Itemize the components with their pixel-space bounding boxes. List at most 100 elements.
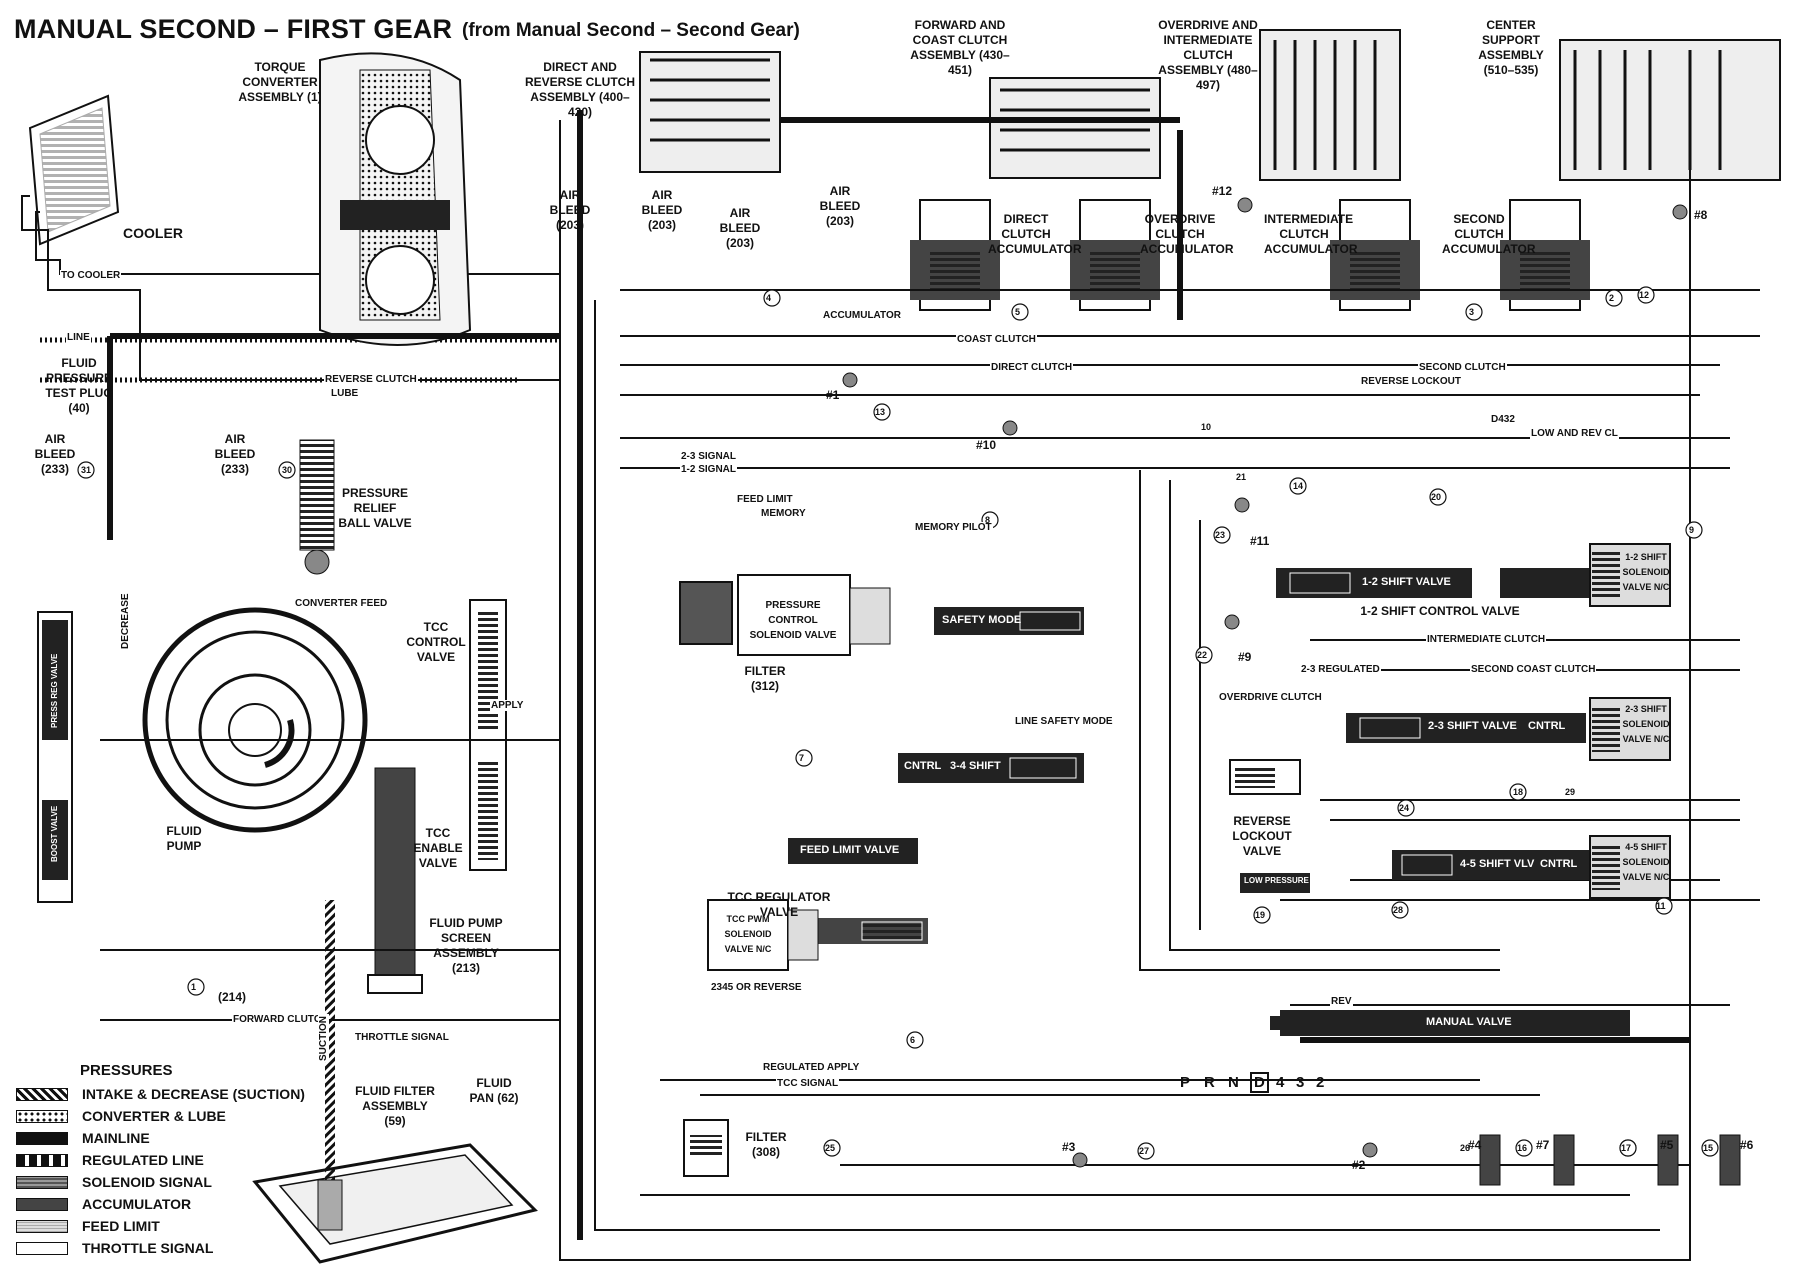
- spool-tcc-regulator: [818, 918, 928, 944]
- circled-24: 24: [1399, 803, 1410, 813]
- valve-pressure-regulator: PRESS REG VALVE: [50, 653, 59, 728]
- legend-swatch-regulated: [16, 1153, 68, 1167]
- line-label-signal-12: 1-2 SIGNAL: [680, 464, 738, 475]
- label-air-bleed-d: AIR BLEED (203): [819, 184, 861, 228]
- solenoid-23: [1589, 697, 1671, 761]
- circled-18: 18: [1513, 787, 1524, 797]
- circled-25: 25: [825, 1143, 836, 1153]
- pressure-legend: PRESSURES INTAKE & DECREASE (SUCTION) CO…: [16, 1062, 305, 1259]
- gear-p: P: [1180, 1074, 1191, 1091]
- checkball-12: #12: [1212, 184, 1233, 198]
- diagram-title: MANUAL SECOND – FIRST GEAR: [14, 14, 453, 44]
- valve-shift-23: 2-3 SHIFT VALVE: [1428, 720, 1517, 732]
- circled-13: 13: [875, 407, 886, 417]
- line-label-low-and-reverse: LOW AND REV CL: [1530, 428, 1619, 439]
- line-label-reverse-clutch: REVERSE CLUTCH: [324, 374, 418, 385]
- label-fluid-pump-screen: FLUID PUMP SCREEN ASSEMBLY (213): [429, 916, 503, 975]
- valve-shift-34: 3-4 SHIFT: [950, 760, 1001, 772]
- legend-item: THROTTLE SIGNAL: [16, 1237, 305, 1259]
- legend-label: INTAKE & DECREASE (SUCTION): [82, 1086, 305, 1102]
- legend-item: MAINLINE: [16, 1127, 305, 1149]
- passage-network: [100, 120, 1760, 1261]
- fluid-pump-screen: [367, 767, 423, 994]
- circled-number-markers: [77, 286, 1719, 1160]
- label-fluid-pressure-test-plug: FLUID PRESSURE TEST PLUG (40): [45, 356, 113, 415]
- label-air-bleed-b: AIR BLEED (203): [641, 188, 683, 232]
- cooler-lines: [21, 195, 561, 383]
- legend-label: FEED LIMIT: [82, 1218, 160, 1234]
- label-tcc-control-valve: TCC CONTROL VALVE: [406, 620, 466, 664]
- checkball-5: #5: [1660, 1138, 1674, 1152]
- valve-shift-12: 1-2 SHIFT VALVE: [1362, 576, 1451, 588]
- line-label-suction: SUCTION: [318, 1015, 329, 1062]
- valve-safety-mode: SAFETY MODE: [942, 614, 1022, 626]
- checkball-11: #11: [1250, 534, 1270, 548]
- gear-3: 3: [1296, 1074, 1305, 1091]
- pressure-regulator-body: [37, 611, 73, 903]
- pressure-control-solenoid: [679, 574, 891, 656]
- circled-5: 5: [1015, 307, 1021, 317]
- line-label-forward-clutch: FORWARD CLUTCH: [232, 1014, 330, 1025]
- gear-4: 4: [1276, 1074, 1285, 1091]
- mainline-passages: [107, 110, 1690, 1240]
- legend-item: ACCUMULATOR: [16, 1193, 305, 1215]
- gear-d-selected: D: [1250, 1072, 1269, 1093]
- line-label-memory-pilot: MEMORY PILOT: [914, 522, 993, 533]
- label-fluid-filter-assembly: FLUID FILTER ASSEMBLY (59): [355, 1084, 435, 1128]
- line-label-to-cooler: TO COOLER: [60, 270, 122, 281]
- line-label-feed-limit: FEED LIMIT: [736, 494, 794, 505]
- circled-1: 1: [191, 982, 197, 992]
- spool-reverse-lockout: [1229, 759, 1301, 795]
- tcc-pwm-solenoid: [707, 899, 819, 971]
- legend-label: CONVERTER & LUBE: [82, 1108, 226, 1124]
- valve-shift-45-cntrl: CNTRL: [1540, 858, 1578, 870]
- label-intermediate-clutch-accumulator: INTERMEDIATE CLUTCH ACCUMULATOR: [1264, 212, 1358, 256]
- line-label-apply: APPLY: [490, 700, 525, 711]
- fluid-pump: [142, 607, 368, 833]
- label-shift-solenoid-12: 1-2 SHIFT SOLENOID VALVE N/C: [1622, 552, 1670, 592]
- valve-boost: BOOST VALVE: [50, 805, 59, 862]
- valve-feed-limit: FEED LIMIT VALVE: [800, 844, 900, 856]
- gear-2: 2: [1316, 1074, 1325, 1091]
- line-label-line: LINE: [66, 332, 91, 343]
- checkball-3: #3: [1062, 1140, 1076, 1154]
- line-label-second-coast-clutch: SECOND COAST CLUTCH: [1470, 664, 1597, 675]
- label-fluid-pan: FLUID PAN (62): [469, 1076, 519, 1105]
- label-torque-converter: TORQUE CONVERTER ASSEMBLY (1): [238, 60, 322, 104]
- label-tcc-pwm-solenoid: TCC PWM SOLENOID VALVE N/C: [724, 914, 772, 954]
- label-pressure-control-solenoid: PRESSURE CONTROL SOLENOID VALVE: [749, 600, 837, 641]
- line-label-overdrive-clutch: OVERDRIVE CLUTCH: [1218, 692, 1323, 703]
- label-forward-coast-clutch: FORWARD AND COAST CLUTCH ASSEMBLY (430–4…: [910, 18, 1010, 77]
- circled-19: 19: [1255, 910, 1266, 920]
- line-label-coast-clutch: COAST CLUTCH: [956, 334, 1037, 345]
- line-label-memory: MEMORY: [760, 508, 807, 519]
- label-reverse-lockout-valve: REVERSE LOCKOUT VALVE: [1232, 814, 1292, 858]
- label-fluid-pump: FLUID PUMP: [166, 824, 202, 853]
- valve-shift-control-12: 1-2 SHIFT CONTROL VALVE: [1360, 604, 1520, 618]
- spool-low-pressure: [1240, 873, 1310, 893]
- legend-swatch-intake: [16, 1087, 68, 1101]
- torque-converter: [319, 52, 472, 346]
- legend-label: THROTTLE SIGNAL: [82, 1240, 214, 1256]
- line-label-converter-feed: CONVERTER FEED: [294, 598, 389, 609]
- circled-17: 17: [1621, 1143, 1632, 1153]
- checkball-7: #7: [1536, 1138, 1550, 1152]
- circled-2: 2: [1609, 293, 1615, 303]
- label-tcc-enable-valve: TCC ENABLE VALVE: [413, 826, 463, 870]
- solenoid-45: [1589, 835, 1671, 899]
- line-label-d432: D432: [1490, 414, 1516, 425]
- label-shift-solenoid-45: 4-5 SHIFT SOLENOID VALVE N/C: [1622, 842, 1670, 882]
- circled-7: 7: [799, 753, 805, 763]
- tcc-valve-body: [469, 599, 507, 871]
- circled-12: 12: [1639, 290, 1650, 300]
- circled-15: 15: [1703, 1143, 1714, 1153]
- circled-22: 22: [1197, 650, 1208, 660]
- legend-swatch-converter: [16, 1109, 68, 1123]
- label-cooler: COOLER: [123, 225, 183, 241]
- line-label-rev: REV: [1330, 996, 1353, 1007]
- checkball-4: #4: [1468, 1138, 1482, 1152]
- label-direct-clutch-accumulator: DIRECT CLUTCH ACCUMULATOR: [988, 212, 1082, 256]
- overdrive-intermediate-clutch-assembly: [1259, 29, 1401, 181]
- checkball-6: #6: [1740, 1138, 1754, 1152]
